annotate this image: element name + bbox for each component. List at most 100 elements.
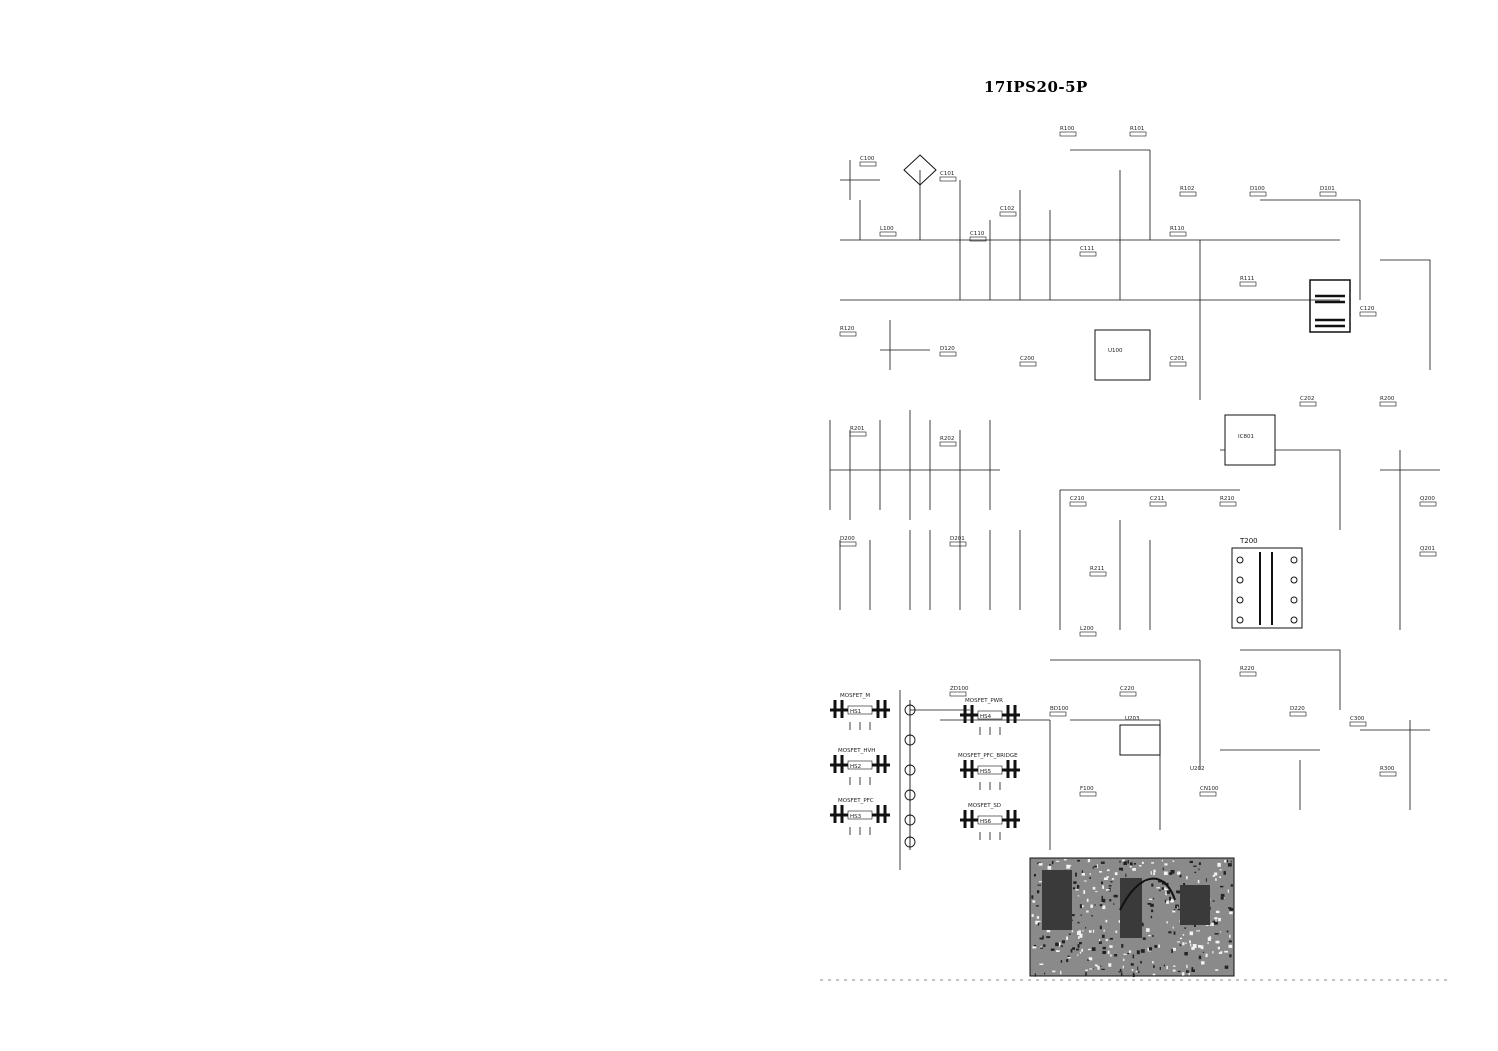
photo-speckle	[1215, 910, 1220, 914]
photo-speckle	[1036, 905, 1039, 907]
blank-left-page	[0, 0, 820, 1051]
component-label: C200	[1020, 356, 1035, 362]
photo-speckle	[1060, 960, 1063, 963]
photo-speckle	[1165, 891, 1167, 896]
photo-speckle	[1088, 957, 1093, 961]
photo-speckle	[1135, 970, 1138, 973]
component-label: C211	[1150, 496, 1164, 502]
photo-speckle	[1057, 942, 1061, 947]
photo-speckle	[1173, 965, 1176, 967]
photo-speckle	[1094, 865, 1098, 868]
photo-speckle	[1061, 940, 1065, 944]
photo-speckle	[1229, 954, 1232, 958]
photo-speckle	[1148, 947, 1153, 951]
photo-speckle	[1058, 945, 1061, 947]
photo-speckle	[1089, 873, 1091, 875]
photo-speckle	[1083, 880, 1087, 882]
component-body	[1049, 711, 1067, 717]
photo-speckle	[1150, 915, 1153, 919]
photo-speckle	[1158, 944, 1160, 948]
photo-speckle	[1047, 865, 1052, 870]
photo-speckle	[1175, 906, 1178, 909]
photo-speckle	[1153, 869, 1156, 873]
component-body	[939, 351, 957, 357]
component-body	[939, 441, 957, 447]
photo-speckle	[1038, 863, 1043, 866]
component-label: R100	[1060, 126, 1075, 132]
photo-speckle	[1081, 905, 1084, 908]
photo-speckle	[1120, 972, 1123, 976]
photo-speckle	[1034, 973, 1036, 977]
photo-speckle	[1099, 925, 1102, 930]
photo-speckle	[1119, 867, 1123, 871]
photo-speckle	[1198, 944, 1202, 948]
photo-speckle	[1179, 944, 1182, 946]
component-body	[879, 231, 897, 237]
photo-speckle	[1215, 878, 1217, 881]
photo-speckle	[1205, 878, 1207, 882]
photo-speckle	[1213, 921, 1218, 925]
component-label: R111	[1240, 276, 1254, 282]
photo-speckle	[1114, 894, 1118, 898]
photo-speckle	[1220, 931, 1222, 933]
photo-speckle	[1096, 964, 1098, 967]
photo-speckle	[1166, 921, 1168, 924]
photo-speckle	[1060, 970, 1062, 975]
component-label: R300	[1380, 766, 1395, 772]
component-label: C110	[970, 231, 985, 237]
photo-speckle	[1077, 859, 1081, 862]
photo-speckle	[1172, 926, 1174, 929]
photo-speckle	[1088, 930, 1092, 933]
photo-speckle	[1051, 860, 1054, 865]
photo-speckle	[1101, 898, 1106, 903]
photo-speckle	[1207, 942, 1209, 945]
photo-speckle	[1220, 951, 1223, 953]
heatsink-6-ref: HS6	[980, 819, 992, 825]
photo-speckle	[1190, 943, 1192, 947]
photo-speckle	[1132, 954, 1135, 959]
photo-speckle	[1044, 972, 1046, 975]
photo-speckle	[1081, 870, 1083, 874]
photo-speckle	[1177, 908, 1181, 911]
transformer-t200	[1231, 547, 1303, 629]
component-body	[1379, 401, 1397, 407]
photo-speckle	[1164, 887, 1166, 891]
photo-speckle	[1078, 936, 1080, 939]
photo-speckle	[1089, 876, 1091, 879]
photo-speckle	[1118, 920, 1121, 923]
photo-speckle	[1072, 887, 1076, 890]
component-body	[1079, 251, 1097, 257]
photo-speckle	[1092, 866, 1094, 869]
photo-speckle	[1173, 909, 1176, 911]
photo-speckle	[1043, 944, 1046, 947]
photo-speckle	[1179, 937, 1183, 940]
heatsink-6	[960, 810, 1020, 840]
photo-speckle	[1123, 861, 1127, 865]
page-title: 17IPS20-5P	[984, 78, 1088, 96]
photo-speckle	[1132, 973, 1135, 978]
photo-speckle	[1087, 859, 1091, 863]
photo-speckle	[1156, 887, 1160, 889]
photo-speckle	[1161, 887, 1164, 890]
photo-speckle	[1153, 965, 1155, 968]
photo-speckle	[1229, 911, 1233, 915]
photo-speckle	[1081, 873, 1085, 876]
photo-speckle	[1212, 900, 1215, 902]
photo-speckle	[1094, 964, 1097, 967]
photo-speckle	[1194, 871, 1197, 873]
photo-speckle	[1215, 940, 1220, 944]
photo-speckle	[1212, 874, 1216, 877]
photo-speckle	[1071, 914, 1075, 917]
photo-speckle	[1091, 915, 1094, 917]
photo-speckle	[1036, 916, 1040, 919]
component-label: R211	[1090, 566, 1104, 572]
component-label: Q200	[1420, 496, 1435, 502]
photo-speckle	[1162, 867, 1164, 871]
component-body	[1169, 231, 1187, 237]
photo-speckle	[1031, 895, 1034, 899]
photo-speckle	[1150, 903, 1154, 907]
photo-speckle	[1119, 968, 1122, 972]
photo-speckle	[1070, 948, 1073, 953]
photo-speckle	[1219, 869, 1222, 871]
component-label: C120	[1360, 306, 1375, 312]
